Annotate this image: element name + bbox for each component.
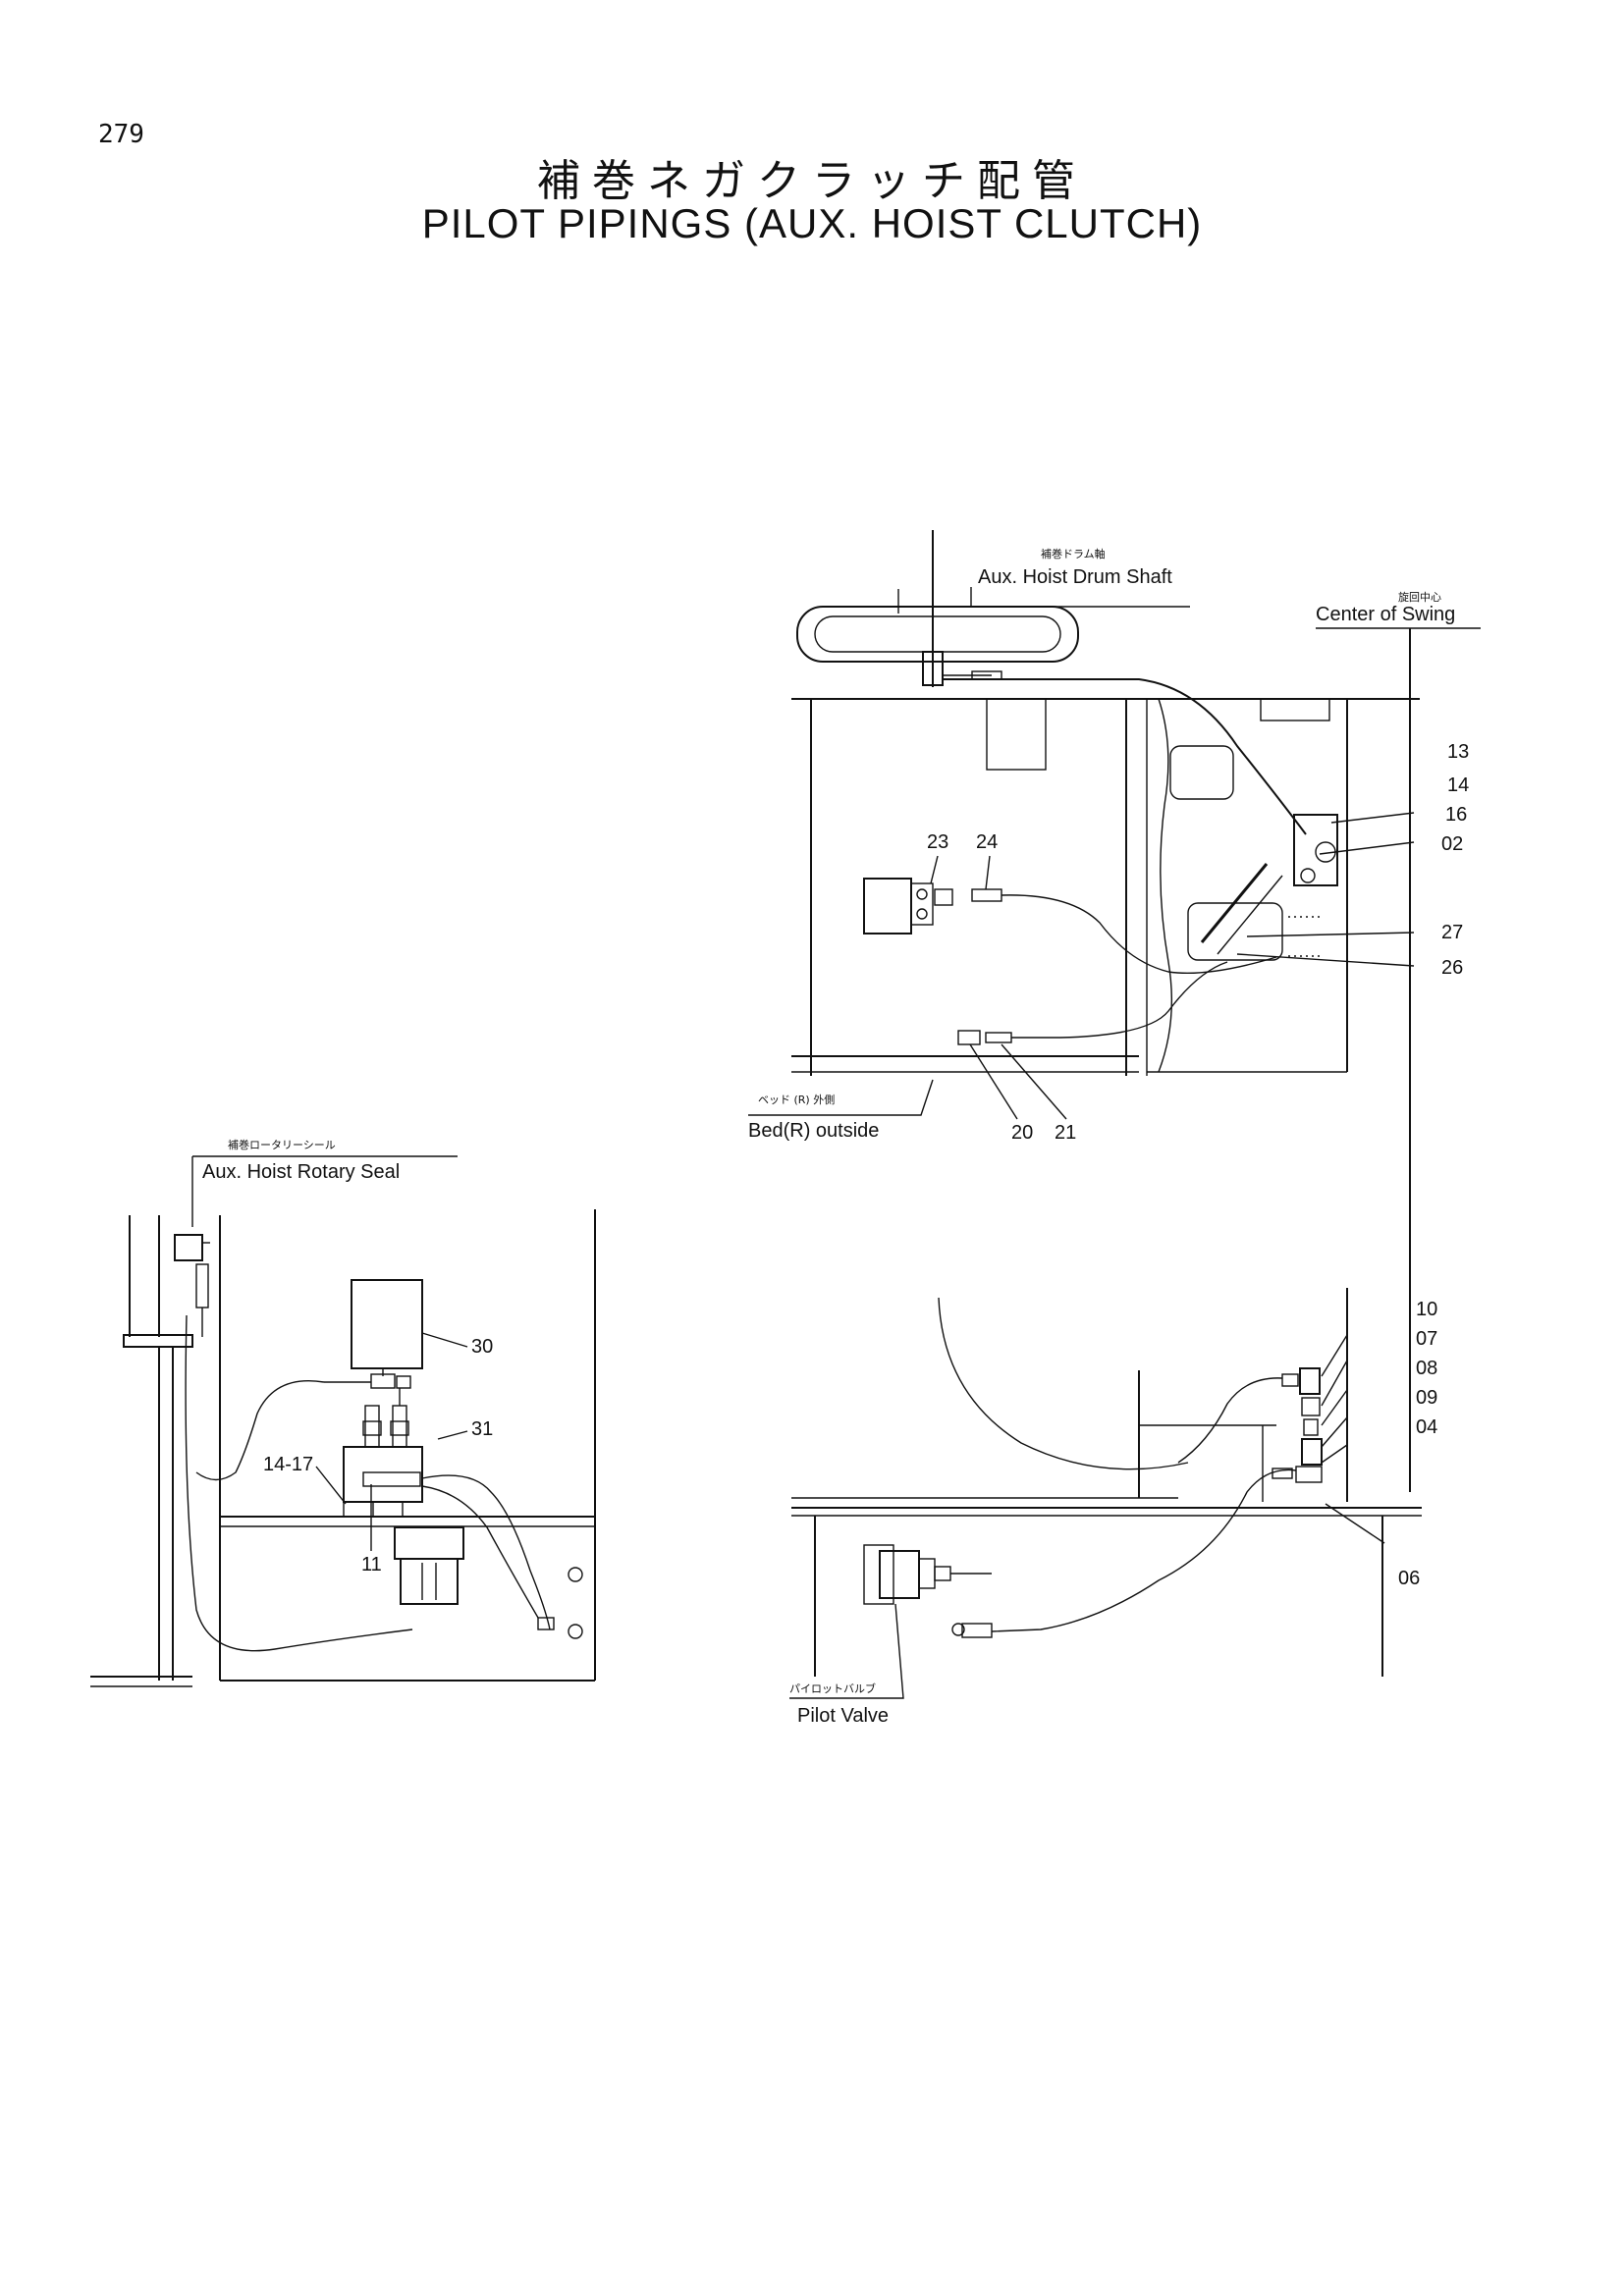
break-line [1158,698,1173,1073]
callout-21: 21 [1055,1122,1076,1144]
callout-11: 11 [361,1554,382,1575]
swing-arc [938,1297,1189,1470]
rotary-seal-label-jp: 補巻ロータリーシール [228,1139,336,1151]
callout-04: 04 [1416,1416,1437,1438]
rotary-seal [174,1234,203,1261]
bed-outside-label-jp: ベッド (R) 外側 [758,1094,835,1106]
top-right-view [748,530,1481,1492]
callout-26: 26 [1441,957,1463,979]
callout-10: 10 [1416,1299,1437,1320]
callout-13: 13 [1447,741,1469,763]
valve-block-31 [343,1446,423,1503]
callout-06: 06 [1398,1568,1420,1589]
block-23 [863,878,912,934]
callout-30: 30 [471,1336,493,1358]
callout-20: 20 [1011,1122,1033,1144]
pilot-valve-label: Pilot Valve [797,1705,889,1727]
pilot-valve-label-jp: パイロットバルブ [789,1682,876,1695]
callout-14-17: 14-17 [263,1454,313,1475]
callout-31: 31 [471,1418,493,1440]
rotary-seal-label: Aux. Hoist Rotary Seal [202,1161,400,1183]
center-swing-label: Center of Swing [1316,604,1455,625]
center-swing-label-jp: 旋回中心 [1398,590,1441,604]
seal-return-pipe [185,1314,413,1652]
drum-shaft-label: Aux. Hoist Drum Shaft [978,566,1172,588]
page-number: 279 [98,120,144,149]
callout-23: 23 [927,831,948,853]
callout-09: 09 [1416,1387,1437,1409]
drum-housing-inner [814,615,1061,653]
pipe-24 [1001,894,1277,974]
pilot-valve [879,1550,920,1599]
pipe-drum-to-swing [943,678,1307,835]
title-english: PILOT PIPINGS (AUX. HOIST CLUTCH) [421,200,1203,246]
callout-24: 24 [976,831,998,853]
callout-27: 27 [1441,922,1463,943]
bottom-right-view [789,1288,1422,1699]
bed-outside-label: Bed(R) outside [748,1120,879,1142]
callout-16: 16 [1445,804,1467,826]
lower-valve [400,1558,459,1605]
callout-02: 02 [1441,833,1463,855]
left-view [90,1155,596,1687]
title-japanese: 補巻ネガクラッチ配管 [537,156,1087,206]
rotary-joint [922,651,944,686]
drum-housing [796,606,1079,663]
callout-14: 14 [1447,774,1469,796]
diagonal-valve-assembly [1187,814,1338,961]
box-30 [351,1279,423,1369]
callout-07: 07 [1416,1328,1437,1350]
drum-shaft-label-jp: 補巻ドラム軸 [1041,547,1106,561]
callout-08: 08 [1416,1358,1437,1379]
